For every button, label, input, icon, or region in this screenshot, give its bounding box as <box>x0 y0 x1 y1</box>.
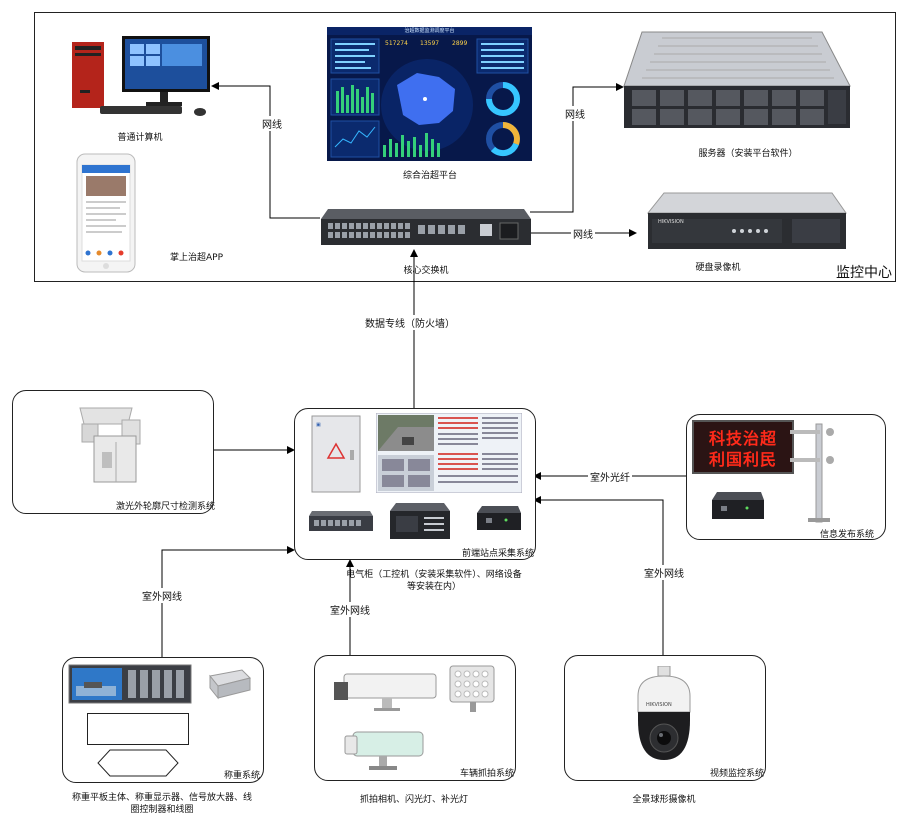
core-switch-icon <box>321 209 531 245</box>
dashboard-title: 治超数据监测调度平台 <box>404 28 455 34</box>
weigh-caption: 称重平板主体、称重显示器、信号放大器、线圈控制器和线圈 <box>71 793 252 815</box>
dashboard-kpi-2: 13597 <box>420 40 440 47</box>
weigh-label: 称重系统 <box>224 771 261 781</box>
pc-icon <box>72 36 210 116</box>
led-sign <box>692 420 794 474</box>
server-icon <box>623 31 851 128</box>
nvr-icon: HIKVISION <box>646 192 847 249</box>
link-label-weigh: 室外网线 <box>140 588 184 603</box>
dome-camera-icon: HIKVISION <box>637 666 691 760</box>
dashboard-screen <box>327 27 532 161</box>
sign-pole-icon <box>790 423 834 523</box>
cabinet-name-label: 前端站点采集系统 <box>462 549 535 559</box>
capture-camera-icon <box>334 673 437 711</box>
capture-label: 车辆抓拍系统 <box>460 769 515 779</box>
switch-label: 核心交换机 <box>403 266 449 276</box>
monitoring-center-title: 监控中心 <box>836 265 892 281</box>
link-video <box>533 496 664 655</box>
loop-coil-shape <box>97 749 179 777</box>
laser-label: 激光外轮廓尺寸检测系统 <box>116 502 216 512</box>
cabinet-caption: 电气柜（工控机（安装采集软件）、网络设备等安装在内） <box>346 570 522 592</box>
monitoring-center-frame <box>34 12 896 282</box>
svg-text:▣: ▣ <box>316 422 321 428</box>
svg-text:HIKVISION: HIKVISION <box>646 702 672 708</box>
led-sign-line-1: 科技治超 <box>708 429 777 448</box>
converter-icon <box>477 506 521 530</box>
network-switch-icon <box>309 511 373 531</box>
link-weigh <box>161 546 295 657</box>
info-label: 信息发布系统 <box>820 530 875 540</box>
dashboard-kpi-3: 2899 <box>452 40 468 47</box>
link-switch-server <box>530 83 624 213</box>
weigh-platform-shape <box>87 713 189 745</box>
capture-software-screen <box>376 413 522 493</box>
link-label-server: 网线 <box>563 106 587 121</box>
flash-light-icon <box>344 731 424 770</box>
cabinet-icon: ▣ <box>311 415 361 493</box>
fill-light-icon <box>449 665 495 712</box>
signal-amplifier-icon <box>209 669 251 700</box>
svg-text:HIKVISION: HIKVISION <box>658 219 684 225</box>
capture-caption: 抓拍相机、闪光灯、补光灯 <box>359 795 469 805</box>
link-label-capture: 室外网线 <box>328 602 372 617</box>
link-label-pc: 网线 <box>260 116 284 131</box>
link-label-nvr: 网线 <box>571 226 595 241</box>
mobile-app-icon <box>76 153 136 273</box>
link-label-info: 室外光纤 <box>588 469 632 484</box>
app-label: 掌上治超APP <box>170 253 224 263</box>
pc-label: 普通计算机 <box>117 133 163 143</box>
video-caption: 全景球形摄像机 <box>632 795 696 805</box>
video-label: 视频监控系统 <box>710 769 765 779</box>
info-converter-icon <box>712 492 764 519</box>
link-label-video: 室外网线 <box>642 565 686 580</box>
industrial-pc-icon <box>390 503 450 539</box>
led-sign-line-2: 利国利民 <box>708 450 777 469</box>
laser-sensor-icon <box>79 407 141 483</box>
nvr-label: 硬盘录像机 <box>695 263 741 273</box>
link-switch-pc <box>211 82 320 219</box>
weigh-controller-icon <box>68 664 192 704</box>
uplink-label: 数据专线（防火墙） <box>363 315 457 330</box>
platform-label: 综合治超平台 <box>402 171 458 181</box>
server-label: 服务器（安装平台软件） <box>698 149 798 159</box>
dashboard-kpi-1: 517274 <box>385 40 408 47</box>
